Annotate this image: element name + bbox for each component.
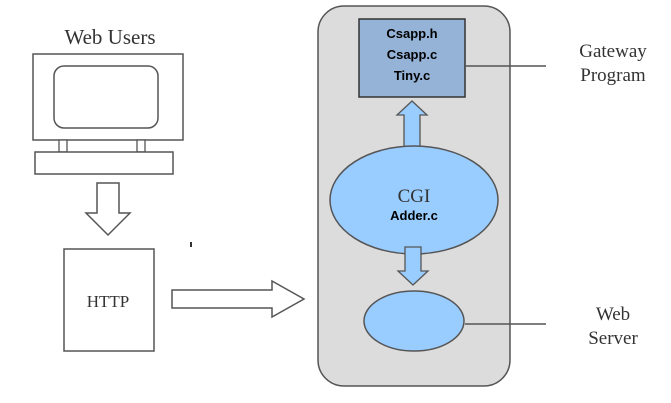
gateway-program-box	[358, 18, 466, 98]
gateway-file-1: Csapp.h	[386, 26, 437, 41]
down-arrow-users-to-http	[84, 182, 132, 237]
gateway-label-line1: Gateway	[579, 41, 647, 62]
monitor-stand-right	[136, 139, 146, 153]
web-server-label-line2: Server	[588, 328, 638, 349]
monitor-screen	[53, 65, 159, 129]
gateway-file-3: Tiny.c	[394, 68, 430, 83]
cgi-label: CGI	[398, 186, 431, 207]
web-server-label-line1: Web	[596, 304, 630, 325]
down-arrow-cgi-to-server	[396, 246, 430, 286]
gateway-file-2: Csapp.c	[387, 47, 438, 62]
web-server-ellipse	[363, 290, 465, 352]
cgi-file-label: Adder.c	[390, 208, 438, 223]
computer-base	[34, 151, 174, 175]
stray-mark	[190, 242, 192, 247]
web-users-label: Web Users	[64, 25, 155, 49]
right-arrow-http-to-server	[171, 279, 306, 319]
monitor-stand-left	[58, 139, 68, 153]
http-label: HTTP	[87, 292, 130, 311]
computer-icon	[32, 53, 184, 175]
http-box	[63, 248, 155, 352]
gateway-label-line2: Program	[580, 65, 646, 86]
